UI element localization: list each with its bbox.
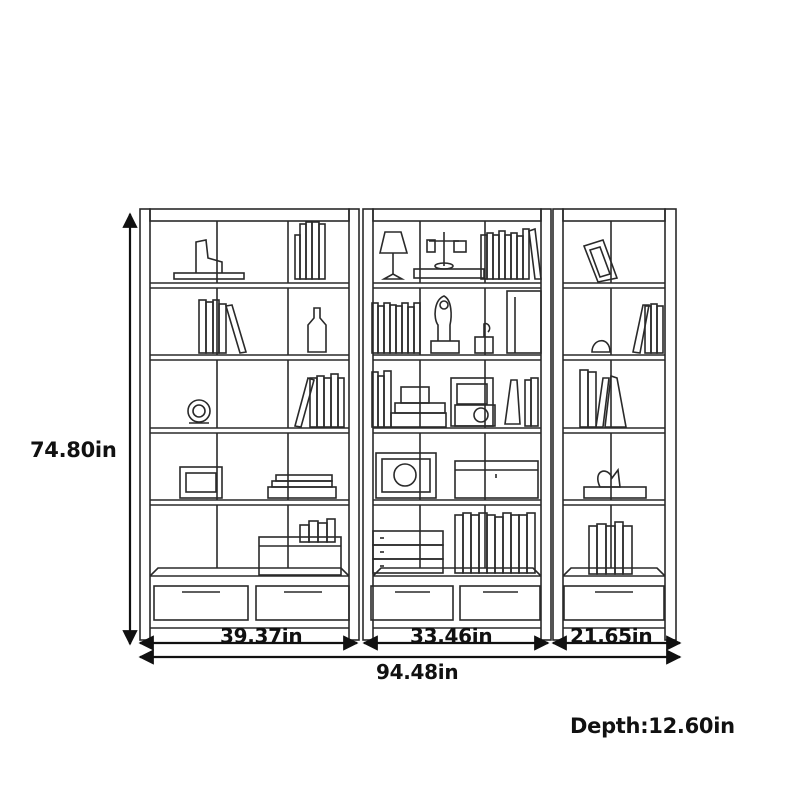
left-unit-width-label: 39.37in [220, 624, 303, 648]
middle-unit-width-label: 33.46in [410, 624, 493, 648]
height-label: 74.80in [30, 438, 117, 462]
right-bookcase-unit [552, 208, 677, 641]
total-width-label: 94.48in [376, 660, 459, 684]
left-bookcase-unit [139, 208, 360, 641]
depth-label: Depth:12.60in [570, 714, 735, 738]
middle-bookcase-unit [362, 208, 552, 641]
right-unit-width-label: 21.65in [570, 624, 653, 648]
